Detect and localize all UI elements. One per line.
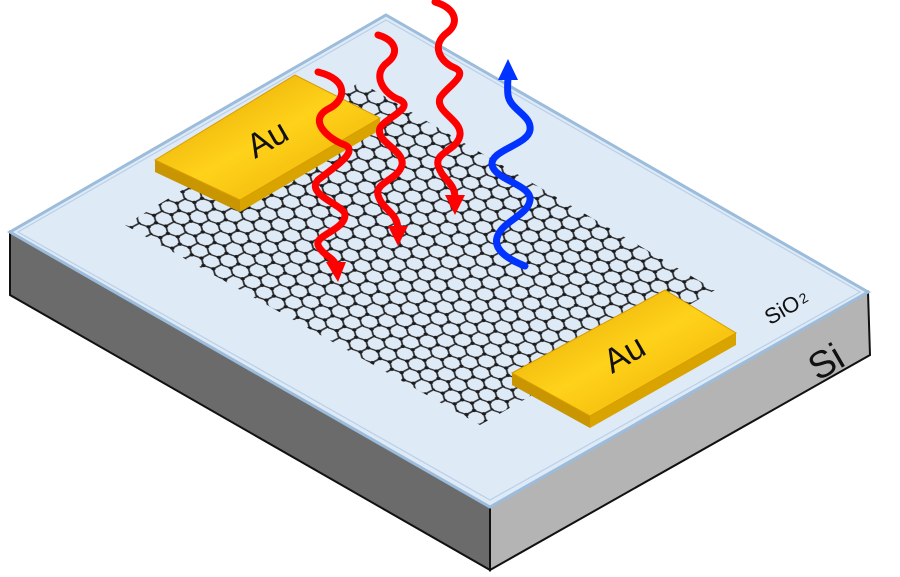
blue-arrowhead <box>498 59 518 80</box>
red-photon-2 <box>374 31 408 234</box>
red-arrowhead-3 <box>445 195 465 215</box>
incoming-photons <box>312 0 465 282</box>
outgoing-photon <box>488 59 534 270</box>
blue-photon <box>488 72 534 270</box>
sio2-layer-edge <box>16 19 862 501</box>
red-photon-3 <box>431 0 464 202</box>
red-photon-1 <box>312 68 353 270</box>
au-contact-bottom: Au <box>510 289 737 428</box>
red-arrowhead-2 <box>388 226 408 246</box>
au-contact-top: Au <box>153 74 382 212</box>
red-arrowhead-1 <box>326 262 346 282</box>
